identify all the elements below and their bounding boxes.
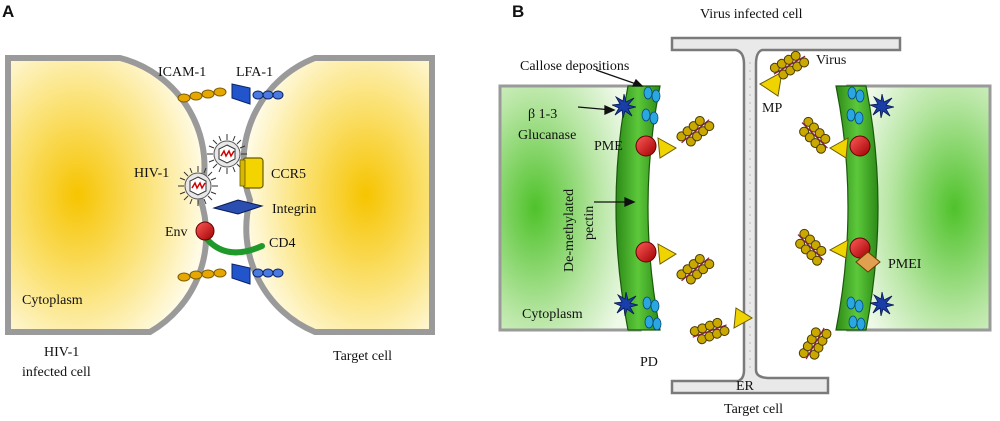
icam1-molecule-bottom	[177, 268, 227, 282]
callose-deposits-right	[846, 86, 866, 331]
ccr5-receptor	[239, 157, 264, 189]
virus-rod-lower-right-icon	[797, 322, 834, 365]
mp-label: MP	[762, 101, 782, 116]
pd-label: PD	[640, 355, 658, 370]
callose-deposits-left	[641, 86, 662, 331]
pme-label: PME	[594, 139, 623, 154]
glucanase-label-line2: Glucanase	[518, 128, 576, 143]
mp-triangle-channel	[759, 71, 783, 97]
panel-b-letter: B	[512, 2, 524, 21]
virus-rod-lower-left-icon	[688, 315, 731, 347]
pmei-diamond	[855, 251, 881, 273]
panel-a-letter: A	[2, 2, 14, 21]
hiv1-label: HIV-1	[134, 166, 169, 181]
virus-rod-left-bottom-icon	[674, 249, 717, 290]
pme-sphere-left-bottom	[635, 241, 657, 263]
callose-label: Callose depositions	[520, 59, 629, 74]
virus-rod-left-top-icon	[674, 111, 717, 152]
cytoplasm-a-label: Cytoplasm	[22, 293, 83, 308]
pectin-label-line2: pectin	[582, 206, 597, 240]
cd4-label: CD4	[269, 236, 295, 251]
env-label: Env	[165, 225, 188, 240]
ccr5-label: CCR5	[271, 167, 306, 182]
glucanase-label-line1: β 1-3	[528, 107, 557, 122]
mp-triangle-left-top	[657, 137, 677, 159]
pectin-arrow-head	[624, 196, 636, 208]
pme-sphere-right-top	[849, 135, 871, 157]
er-label: ER	[736, 379, 755, 394]
mp-triangle-right-bottom	[828, 239, 849, 259]
pme-sphere-left-top	[635, 135, 657, 157]
icam1-molecule-top	[177, 87, 227, 103]
env-protein	[195, 221, 215, 241]
lfa1-label: LFA-1	[236, 65, 273, 80]
mp-triangle-left-bottom	[657, 243, 677, 265]
target-cell	[240, 55, 435, 335]
lfa1-molecule-top	[231, 83, 284, 105]
virus-label: Virus	[816, 53, 846, 68]
cd4-receptor	[203, 235, 265, 256]
integrin-label: Integrin	[272, 202, 316, 217]
virus-rod-right-top-icon	[794, 114, 836, 156]
pme-sphere-right-bottom	[849, 237, 871, 259]
target-cell-a-label: Target cell	[333, 349, 392, 364]
icam1-label: ICAM-1	[158, 65, 206, 80]
hiv-virion-bound-icon	[178, 166, 218, 206]
integrin-receptor	[212, 199, 264, 215]
plasmodesma-channel	[670, 36, 902, 395]
pectin-label-line1: De-methylated	[562, 189, 577, 272]
infected-cell-label-line1: HIV-1	[44, 345, 79, 360]
virus-rod-right-bottom-icon	[790, 226, 832, 268]
hiv-infected-cell	[5, 55, 210, 335]
lfa1-molecule-bottom	[231, 263, 284, 285]
target-cell-b-label: Target cell	[724, 402, 783, 417]
mp-triangle-right-top	[829, 137, 849, 159]
cytoplasm-b-label: Cytoplasm	[522, 307, 583, 322]
virus-infected-cell-label: Virus infected cell	[700, 7, 803, 22]
pmei-label: PMEI	[888, 257, 922, 272]
mp-triangle-lower	[733, 307, 753, 329]
glucanase-arrow-head	[604, 104, 616, 116]
callose-arrow-head	[631, 78, 644, 87]
infected-cell-label-line2: infected cell	[22, 365, 91, 380]
